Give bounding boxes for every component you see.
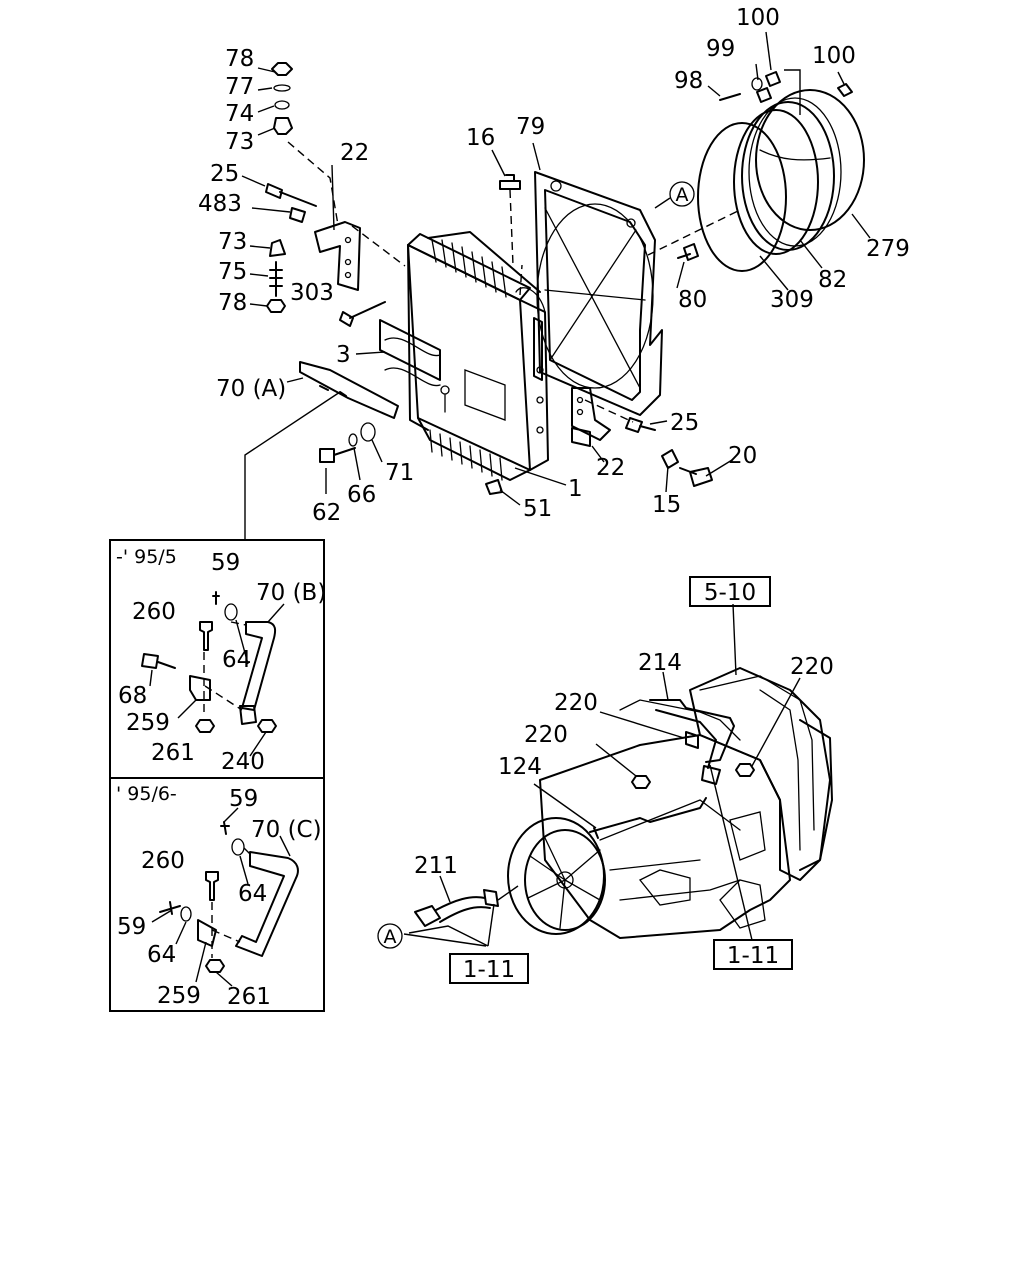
ref-marker-a-lower: A xyxy=(377,923,403,949)
callout-77-washer: 77 xyxy=(225,74,254,100)
inset-late-callout-259: 259 xyxy=(157,983,201,1009)
ref-marker-a-upper-label: A xyxy=(676,184,689,206)
callout-25-bolt: 25 xyxy=(210,161,239,187)
upper-callouts: 78 77 74 73 25 483 73 75 78 303 3 70 (A)… xyxy=(198,5,910,526)
callout-220-mid: 220 xyxy=(524,722,568,748)
ref-box-5-10-label: 5-10 xyxy=(704,580,756,606)
inset-late-production: ' 95/6- 59 70 (C) 260 64 59 64 259 261 xyxy=(109,777,325,1012)
inset-early-callout-261: 261 xyxy=(151,740,195,766)
callout-309: 309 xyxy=(770,287,814,313)
lower-bracket xyxy=(571,387,713,487)
engine-assembly xyxy=(414,667,833,939)
ref-box-1-11-left-label: 1-11 xyxy=(463,957,515,983)
callout-73-cushion-lower: 73 xyxy=(218,229,247,255)
callout-73-cushion: 73 xyxy=(225,129,254,155)
callout-1-radiator: 1 xyxy=(568,476,583,502)
inset-late-callout-64-lower: 64 xyxy=(147,942,176,968)
callout-80: 80 xyxy=(678,287,707,313)
callout-51: 51 xyxy=(523,496,552,522)
callout-82: 82 xyxy=(818,267,847,293)
callout-25-lower: 25 xyxy=(670,410,699,436)
ref-box-5-10: 5-10 xyxy=(689,576,771,607)
inset-late-title: ' 95/6- xyxy=(116,783,177,805)
baffle-70a xyxy=(244,361,503,540)
callout-71: 71 xyxy=(385,460,414,486)
engine-leader-lines xyxy=(403,603,801,947)
fan-ring xyxy=(647,69,865,272)
callout-22-lower: 22 xyxy=(596,455,625,481)
inset-early-callout-68: 68 xyxy=(118,683,147,709)
callout-78-nut: 78 xyxy=(225,46,254,72)
ref-marker-a-upper: A xyxy=(654,181,695,209)
callout-220-upper: 220 xyxy=(554,690,598,716)
inset-late-callout-261: 261 xyxy=(227,984,271,1010)
callout-70a: 70 (A) xyxy=(216,376,286,402)
inset-late-callout-64-upper: 64 xyxy=(238,881,267,907)
callout-211-hose: 211 xyxy=(414,853,458,879)
inset-early-callout-70b: 70 (B) xyxy=(256,580,326,606)
callout-100-left: 100 xyxy=(736,5,780,31)
ref-box-1-11-right-label: 1-11 xyxy=(727,943,779,969)
inset-late-callout-59-lower: 59 xyxy=(117,914,146,940)
callout-100-right: 100 xyxy=(812,43,856,69)
callout-98: 98 xyxy=(674,68,703,94)
callout-124-pipe: 124 xyxy=(498,754,542,780)
inset-early-callout-260: 260 xyxy=(132,599,176,625)
inset-early-production: -' 95/5 59 260 64 70 (B) 68 259 261 240 xyxy=(109,539,326,779)
upper-leader-lines xyxy=(241,31,871,506)
callout-3: 3 xyxy=(336,342,351,368)
ref-box-1-11-left: 1-11 xyxy=(449,953,529,984)
inset-early-callout-240: 240 xyxy=(221,749,265,775)
engine-callouts: 211 124 220 220 220 214 xyxy=(414,650,834,879)
callout-99: 99 xyxy=(706,36,735,62)
inset-late-callout-70c: 70 (C) xyxy=(251,817,322,843)
callout-62: 62 xyxy=(312,500,341,526)
inset-early-title: -' 95/5 xyxy=(116,546,177,568)
callout-75: 75 xyxy=(218,259,247,285)
upper-bracket xyxy=(265,62,406,327)
radiator-cap xyxy=(499,174,699,296)
inset-early-callout-64: 64 xyxy=(222,647,251,673)
callout-78-nut-lower: 78 xyxy=(218,290,247,316)
inset-late-callout-59-top: 59 xyxy=(229,786,258,812)
ref-marker-a-lower-label: A xyxy=(384,926,397,948)
callout-214: 214 xyxy=(638,650,682,676)
callout-15: 15 xyxy=(652,492,681,518)
inset-early-callout-59: 59 xyxy=(211,550,240,576)
callout-20: 20 xyxy=(728,443,757,469)
callout-74-washer: 74 xyxy=(225,101,254,127)
callout-79-shroud: 79 xyxy=(516,114,545,140)
callout-22-upper: 22 xyxy=(340,140,369,166)
callout-220-right: 220 xyxy=(790,654,834,680)
inset-early-callout-259: 259 xyxy=(126,710,170,736)
ref-box-1-11-right: 1-11 xyxy=(713,939,793,970)
callout-483: 483 xyxy=(198,191,242,217)
inset-late-callout-260: 260 xyxy=(141,848,185,874)
callout-303: 303 xyxy=(290,280,334,306)
fan-shroud xyxy=(534,171,663,416)
callout-16-cap: 16 xyxy=(466,125,495,151)
radiator-core xyxy=(379,231,549,481)
callout-279: 279 xyxy=(866,236,910,262)
callout-66: 66 xyxy=(347,482,376,508)
